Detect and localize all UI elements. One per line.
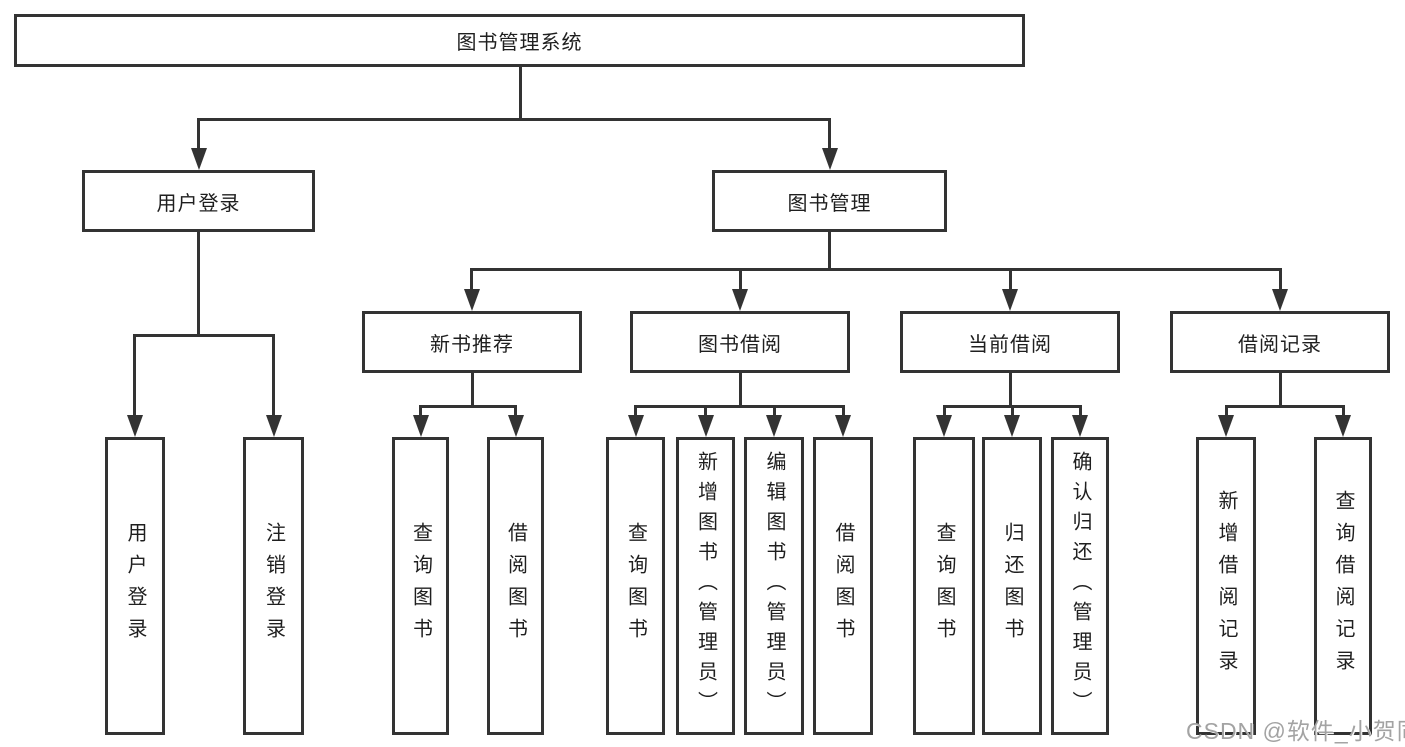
arrowhead-down-icon: [1272, 289, 1288, 311]
arrowhead-down-icon: [628, 415, 644, 437]
connector-line: [1225, 405, 1344, 408]
node-label: 借阅图书: [832, 522, 854, 650]
node-label: 查询图书: [409, 522, 432, 650]
leaf-logout: 注销登录: [243, 437, 304, 735]
leaf-edit-books-admin: 编辑图书（管理员）: [744, 437, 804, 735]
connector-line: [519, 66, 522, 121]
leaf-borrow-books-borrowing: 借阅图书: [813, 437, 873, 735]
node-label: 用户登录: [156, 192, 241, 215]
arrowhead-down-icon: [1072, 415, 1088, 437]
node-label: 查询借阅记录: [1332, 490, 1354, 682]
arrowhead-down-icon: [1002, 289, 1018, 311]
connector-line: [470, 268, 1281, 271]
connector-line: [197, 231, 200, 337]
arrowhead-down-icon: [191, 148, 207, 170]
leaf-add-books-admin: 新增图书（管理员）: [676, 437, 735, 735]
leaf-add-borrowing-record: 新增借阅记录: [1196, 437, 1256, 735]
node-label: 归还图书: [1001, 522, 1023, 650]
arrowhead-down-icon: [1004, 415, 1020, 437]
node-label: 查询图书: [933, 522, 955, 650]
node-label: 用户登录: [124, 522, 146, 650]
node-label: 图书管理系统: [456, 32, 583, 54]
connector-line: [471, 372, 474, 408]
connector-line: [272, 334, 275, 417]
connector-line: [828, 231, 831, 271]
connector-line: [514, 405, 517, 418]
node-label: 图书管理: [787, 192, 872, 215]
connector-line: [704, 405, 707, 418]
node-label: 新增图书（管理员）: [694, 451, 717, 721]
connector-line: [773, 405, 776, 418]
node-book-borrowing: 图书借阅: [630, 311, 850, 373]
connector-line: [1342, 405, 1345, 418]
node-book-management: 图书管理: [712, 170, 947, 232]
connector-line: [1011, 405, 1014, 418]
node-label: 查询图书: [624, 522, 647, 650]
arrowhead-down-icon: [1218, 415, 1234, 437]
node-label: 新增借阅记录: [1215, 490, 1237, 682]
node-label: 新书推荐: [430, 333, 514, 356]
watermark-text: CSDN @软件_小贺同学: [1186, 718, 1405, 744]
connector-line: [470, 268, 473, 291]
node-label: 确认归还（管理员）: [1069, 451, 1091, 721]
arrowhead-down-icon: [464, 289, 480, 311]
arrowhead-down-icon: [127, 415, 143, 437]
connector-line: [1279, 372, 1282, 408]
node-borrowing-records: 借阅记录: [1170, 311, 1390, 373]
arrowhead-down-icon: [766, 415, 782, 437]
node-label: 图书借阅: [698, 333, 782, 356]
arrowhead-down-icon: [732, 289, 748, 311]
leaf-user-login: 用户登录: [105, 437, 165, 735]
arrowhead-down-icon: [835, 415, 851, 437]
connector-line: [133, 334, 275, 337]
connector-line: [419, 405, 517, 408]
leaf-query-books-recommend: 查询图书: [392, 437, 449, 735]
node-library-management-system: 图书管理系统: [14, 14, 1025, 67]
connector-line: [634, 405, 844, 408]
node-new-book-recommendation: 新书推荐: [362, 311, 582, 373]
connector-line: [634, 405, 637, 418]
leaf-return-books: 归还图书: [982, 437, 1042, 735]
leaf-borrow-books-recommend: 借阅图书: [487, 437, 544, 735]
connector-line: [1079, 405, 1082, 418]
connector-line: [133, 334, 136, 417]
node-label: 借阅记录: [1238, 333, 1322, 356]
leaf-confirm-return-admin: 确认归还（管理员）: [1051, 437, 1109, 735]
arrowhead-down-icon: [413, 415, 429, 437]
connector-line: [828, 118, 831, 150]
arrowhead-down-icon: [1335, 415, 1351, 437]
leaf-query-borrowing-record: 查询借阅记录: [1314, 437, 1372, 735]
node-current-borrowing: 当前借阅: [900, 311, 1120, 373]
connector-line: [197, 118, 831, 121]
connector-line: [419, 405, 422, 418]
leaf-query-books-current: 查询图书: [913, 437, 975, 735]
leaf-query-books-borrowing: 查询图书: [606, 437, 665, 735]
node-label: 编辑图书（管理员）: [763, 451, 785, 721]
connector-line: [1279, 268, 1282, 291]
connector-line: [739, 268, 742, 291]
arrowhead-down-icon: [936, 415, 952, 437]
node-label: 借阅图书: [504, 522, 527, 650]
arrowhead-down-icon: [822, 148, 838, 170]
connector-line: [943, 405, 946, 418]
connector-line: [1225, 405, 1228, 418]
connector-line: [1009, 372, 1012, 408]
node-user-login: 用户登录: [82, 170, 315, 232]
connector-line: [842, 405, 845, 418]
arrowhead-down-icon: [266, 415, 282, 437]
node-label: 注销登录: [262, 522, 285, 650]
arrowhead-down-icon: [698, 415, 714, 437]
connector-line: [1009, 268, 1012, 291]
connector-line: [739, 372, 742, 408]
connector-line: [197, 118, 200, 150]
arrowhead-down-icon: [508, 415, 524, 437]
node-label: 当前借阅: [968, 333, 1052, 356]
